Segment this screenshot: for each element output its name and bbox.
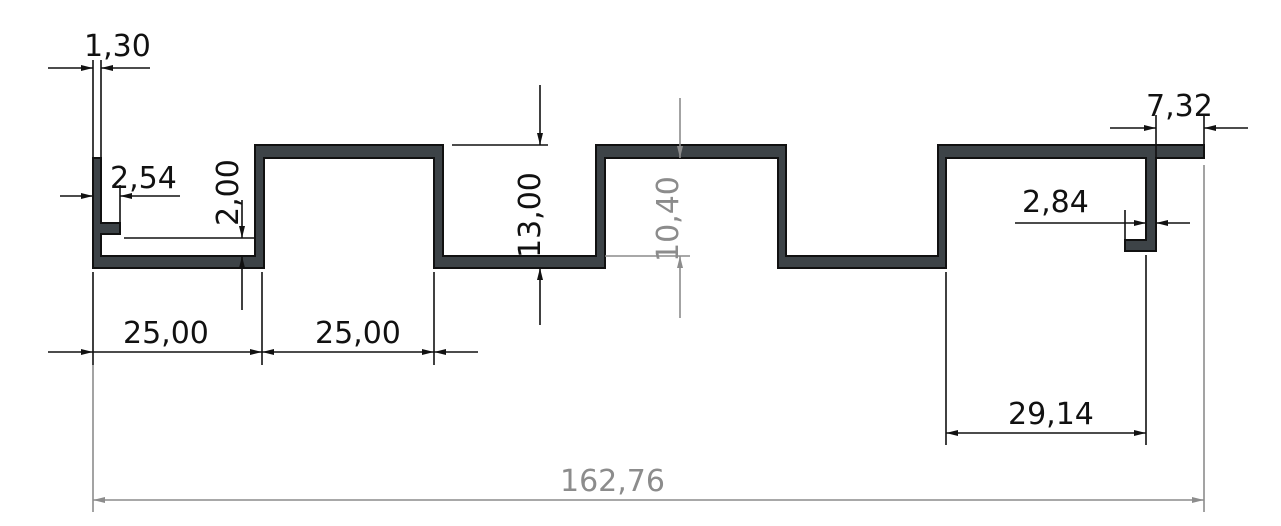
dimension-lines-black xyxy=(48,60,1248,445)
dim-right-lip-offset: 2,84 xyxy=(1022,185,1089,220)
dim-lip-offset: 2,54 xyxy=(110,161,177,196)
dim-pitch-1: 25,00 xyxy=(123,316,209,351)
dim-right-span: 29,14 xyxy=(1008,397,1094,432)
dim-overall-width: 162,76 xyxy=(560,464,665,499)
dim-inner-rib-height: 10,40 xyxy=(651,176,686,262)
dim-rib-height: 13,00 xyxy=(513,172,548,258)
dimension-lines-gray xyxy=(92,98,1205,512)
dim-flange-thickness: 1,30 xyxy=(84,29,151,64)
dim-lip-height: 2,00 xyxy=(211,159,246,226)
dim-right-overhang: 7,32 xyxy=(1146,89,1213,124)
dim-pitch-2: 25,00 xyxy=(315,316,401,351)
profile-section xyxy=(92,144,1205,269)
